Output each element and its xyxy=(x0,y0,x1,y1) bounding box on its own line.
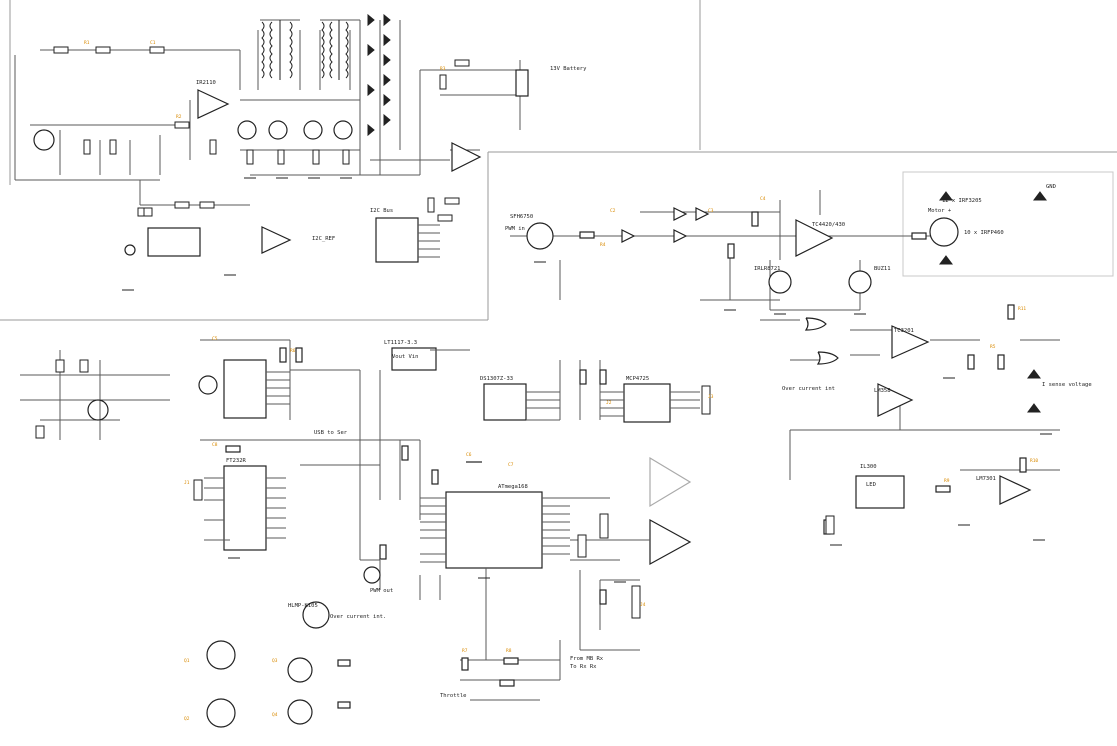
label-pwm-out: PWM out xyxy=(370,588,393,594)
label-mcp4725: MCP4725 xyxy=(626,376,649,382)
svg-text:C3: C3 xyxy=(708,208,714,214)
ic-pins xyxy=(204,224,700,563)
label-sfh6750: SFH6750 xyxy=(510,214,533,220)
label-tc3201: TC3201 xyxy=(894,328,914,334)
svg-text:Q2: Q2 xyxy=(184,716,190,722)
svg-text:R1: R1 xyxy=(84,40,90,46)
label-sense-voltage: I sense voltage xyxy=(1042,382,1092,388)
label-ds1307: DS1307Z-33 xyxy=(480,376,513,382)
sheet-border xyxy=(0,0,1117,321)
label-lm358: LM358 xyxy=(874,388,891,394)
label-motor-fet: 12 x IRF3205 xyxy=(942,198,982,204)
resistors-top-left xyxy=(53,46,470,222)
svg-text:C4: C4 xyxy=(760,196,766,202)
label-ft232: FT232R xyxy=(226,458,247,464)
svg-text:Q1: Q1 xyxy=(184,658,190,664)
label-over-current-int: Over current int. xyxy=(330,614,386,620)
label-motor: Motor + xyxy=(928,208,952,214)
diodes-right xyxy=(939,191,1047,413)
label-lt1117: LT1117-3.3 xyxy=(384,340,417,346)
label-i2c-ref: I2C_REF xyxy=(312,236,335,242)
label-irlr8721: IRLR8721 xyxy=(754,266,781,272)
svg-text:R10: R10 xyxy=(1030,458,1038,464)
opamps-top xyxy=(197,89,482,254)
svg-text:Q4: Q4 xyxy=(272,712,278,718)
svg-text:C2: C2 xyxy=(610,208,616,214)
svg-text:C1: C1 xyxy=(150,40,156,46)
label-from-mb-rx: From MB Rx xyxy=(570,656,604,662)
svg-text:R8: R8 xyxy=(506,648,512,654)
mosfet-row xyxy=(33,120,353,256)
label-battery: 13V Battery xyxy=(550,66,587,72)
svg-text:C6: C6 xyxy=(466,452,472,458)
label-atmega: ATmega168 xyxy=(498,484,528,490)
svg-text:R5: R5 xyxy=(990,344,996,350)
svg-text:R11: R11 xyxy=(1018,306,1026,312)
label-lm7301: LM7301 xyxy=(976,476,996,482)
label-gnd: GND xyxy=(1046,184,1056,190)
ic-boxes xyxy=(147,69,905,569)
label-vout-vin: Vout Vin xyxy=(392,354,419,360)
svg-text:C8: C8 xyxy=(212,442,218,448)
svg-text:J4: J4 xyxy=(640,602,646,608)
driver-section xyxy=(14,19,521,206)
label-throttle: Throttle xyxy=(440,693,467,699)
svg-text:J1: J1 xyxy=(184,480,190,486)
svg-text:R3: R3 xyxy=(440,66,446,72)
label-hlmp: HLMP-K105 xyxy=(288,603,318,609)
label-tc4420: TC4420/430 xyxy=(812,222,845,228)
label-to-rx: To Rx Rx xyxy=(570,664,597,670)
svg-text:R6: R6 xyxy=(290,348,296,354)
svg-text:R7: R7 xyxy=(462,648,468,654)
diode-column xyxy=(367,13,391,137)
ground-symbols xyxy=(122,177,1052,583)
svg-text:J2: J2 xyxy=(606,400,612,406)
pwm-components xyxy=(526,207,1032,566)
bottom-wires xyxy=(199,339,650,701)
label-il300: IL300 xyxy=(860,464,877,470)
svg-text:J3: J3 xyxy=(708,394,714,400)
label-over-current: Over current int xyxy=(782,386,835,392)
label-ir2110: IR2110 xyxy=(196,80,216,86)
transformer-block xyxy=(261,20,349,80)
svg-text:Q3: Q3 xyxy=(272,658,278,664)
svg-text:R9: R9 xyxy=(944,478,950,484)
svg-text:R4: R4 xyxy=(600,242,606,248)
label-motor-fet2: 10 x IRFP460 xyxy=(964,230,1004,236)
label-usb-to-ser: USB to Ser xyxy=(314,430,348,436)
left-mid-block xyxy=(20,350,170,440)
label-buz11: BUZ11 xyxy=(874,266,891,272)
label-pwm-in: PWM in xyxy=(505,226,525,232)
bottom-components xyxy=(198,347,607,728)
label-i2c-bus: I2C Bus xyxy=(370,208,393,214)
connectors xyxy=(137,207,835,619)
label-led: LED xyxy=(866,482,876,488)
svg-text:C5: C5 xyxy=(212,336,218,342)
svg-text:C7: C7 xyxy=(508,462,514,468)
svg-text:R2: R2 xyxy=(176,114,182,120)
